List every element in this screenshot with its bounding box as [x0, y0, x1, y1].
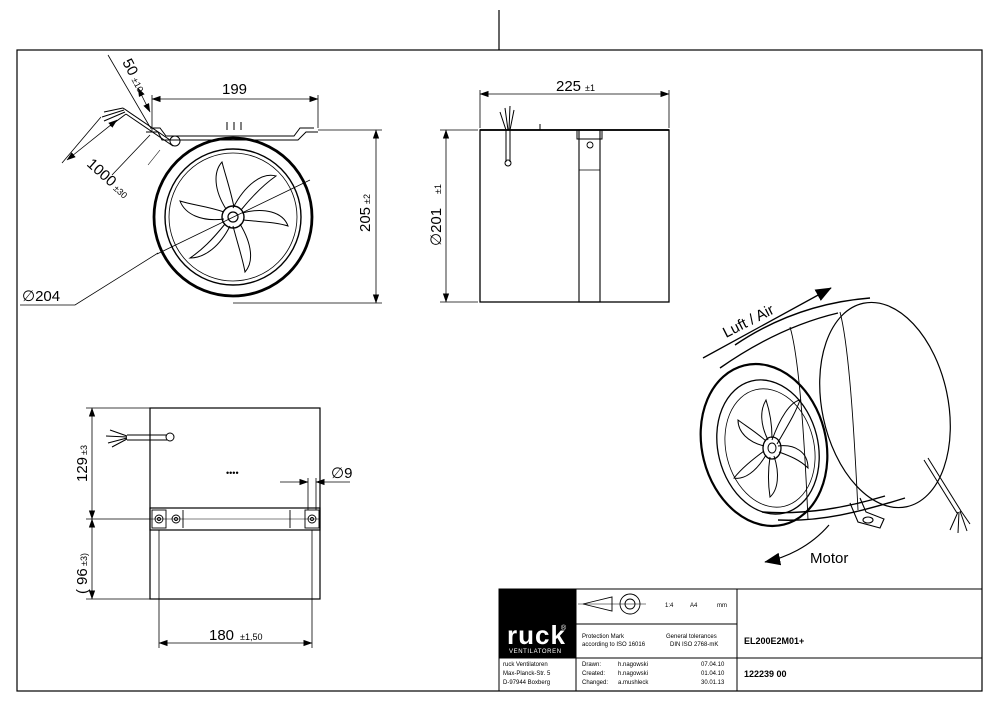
housing-outer-ring: [152, 136, 314, 298]
projection-symbol-icon: [578, 593, 646, 615]
changed-label: Changed:: [582, 680, 608, 686]
front-view: [20, 54, 382, 306]
dim-180-line: [158, 530, 313, 648]
iso-front-ring-inner: [716, 379, 820, 515]
company-line3: D-97944 Boxberg: [503, 680, 550, 686]
created-date: 01.04.10: [701, 671, 725, 677]
dim-9-label: ∅9: [331, 465, 352, 482]
logo-main: ruck: [507, 620, 566, 650]
dim-225-tol: ±1: [585, 83, 595, 93]
logo-sub: VENTILATOREN: [509, 649, 562, 655]
top-view-cable: [105, 429, 175, 448]
created-name: h.nagowski: [618, 671, 648, 677]
mounting-bracket: [146, 122, 318, 141]
impeller: [179, 160, 289, 274]
title-block: ruck ® VENTILATOREN 1:4 A4 mm Protection…: [498, 588, 983, 692]
iso-front-ring-outer: [699, 362, 829, 528]
dim-50-tol: ±10: [130, 76, 146, 94]
company-line1: ruck Ventilatoren: [503, 662, 548, 668]
isometric-labels: Luft / Air Motor: [720, 301, 848, 567]
dim-1000-tol: ±30: [111, 183, 129, 200]
drawn-label: Drawn:: [582, 662, 601, 668]
tolerance-line2: DIN ISO 2768-mK: [670, 642, 718, 648]
logo-mark: ®: [561, 624, 567, 632]
hub-inner: [227, 211, 239, 223]
side-view-body: [479, 129, 670, 303]
dim-225-label: 225: [556, 78, 581, 95]
scale-value: 1:4: [665, 603, 674, 609]
iso-housing: [719, 297, 951, 521]
side-cable: [499, 105, 515, 167]
dim-cable-lines: [61, 54, 151, 176]
company-line2: Max-Planck-Str. 5: [503, 671, 551, 677]
dim-1000-label: 1000: [83, 155, 119, 190]
drawing-name: EL200E2M01+: [744, 636, 804, 646]
front-view-labels: 199 205 ±2 50 ±10 1000 ±30 ∅204: [22, 56, 374, 305]
iso-hub: [762, 436, 782, 460]
dim-204-label: ∅204: [22, 288, 60, 305]
rotation-arrow: [764, 524, 830, 566]
dim-205-tol: ±2: [362, 194, 372, 204]
airflow-arrow: [702, 287, 832, 359]
dim-129-label: 129: [74, 457, 91, 482]
drawing-number: 122239 00: [744, 669, 787, 679]
dim-201-label: ∅201: [428, 208, 445, 246]
dim-201-line: [440, 129, 478, 303]
rotation-label: Motor: [810, 550, 848, 567]
dim-199-line: [151, 95, 319, 132]
dim-205-line: [233, 129, 382, 304]
drawn-name: h.nagowski: [618, 662, 648, 668]
isometric-view: [699, 287, 971, 566]
hub-outer: [221, 205, 245, 229]
protection-line1: Protection Mark: [582, 634, 625, 640]
dim-201-tol: ±1: [433, 184, 443, 194]
tolerance-line1: General tolerances: [666, 634, 717, 640]
top-view-labels: •••• 129 ±3 ( 96 ±3) ∅9 180 ±1,50: [74, 445, 352, 644]
dim-129-line: [86, 407, 150, 520]
changed-name: a.mushleck: [618, 680, 649, 686]
logo-box: [499, 589, 576, 658]
unit-label: mm: [717, 603, 727, 609]
hidden-detail-dots: ••••: [226, 468, 239, 478]
dim-96-line: [86, 518, 150, 600]
top-view-body: [149, 407, 321, 600]
protection-line2: according to ISO 16016: [582, 642, 646, 648]
paper-size: A4: [690, 603, 698, 609]
dim-96-open: (: [74, 589, 91, 594]
dim-180-tol: ±1,50: [240, 632, 262, 642]
dim-9-line: [280, 478, 350, 510]
foot-holes: [151, 509, 320, 529]
dim-50-label: 50: [118, 56, 141, 79]
dim-180-label: 180: [209, 627, 234, 644]
side-view: [440, 90, 670, 303]
dim-96-label: 96: [74, 568, 91, 585]
airflow-label: Luft / Air: [720, 301, 777, 341]
dim-199-label: 199: [222, 81, 247, 98]
dim-96-tol: ±3): [79, 553, 89, 566]
side-view-labels: 225 ±1 ∅201 ±1: [428, 78, 595, 246]
cable: [101, 107, 181, 166]
side-view-clamp: [578, 129, 601, 303]
iso-mounting-foot: [849, 497, 885, 529]
dim-129-tol: ±3: [79, 445, 89, 455]
iso-cable: [923, 457, 971, 534]
dim-225-line: [479, 90, 670, 128]
drawn-date: 07.04.10: [701, 662, 725, 668]
changed-date: 30.01.13: [701, 680, 725, 686]
dim-204-leader: [20, 179, 311, 306]
dim-205-label: 205: [357, 207, 374, 232]
iso-impeller: [733, 398, 809, 498]
housing-inner-ring: [164, 148, 302, 286]
created-label: Created:: [582, 671, 605, 677]
top-view: [86, 407, 350, 648]
